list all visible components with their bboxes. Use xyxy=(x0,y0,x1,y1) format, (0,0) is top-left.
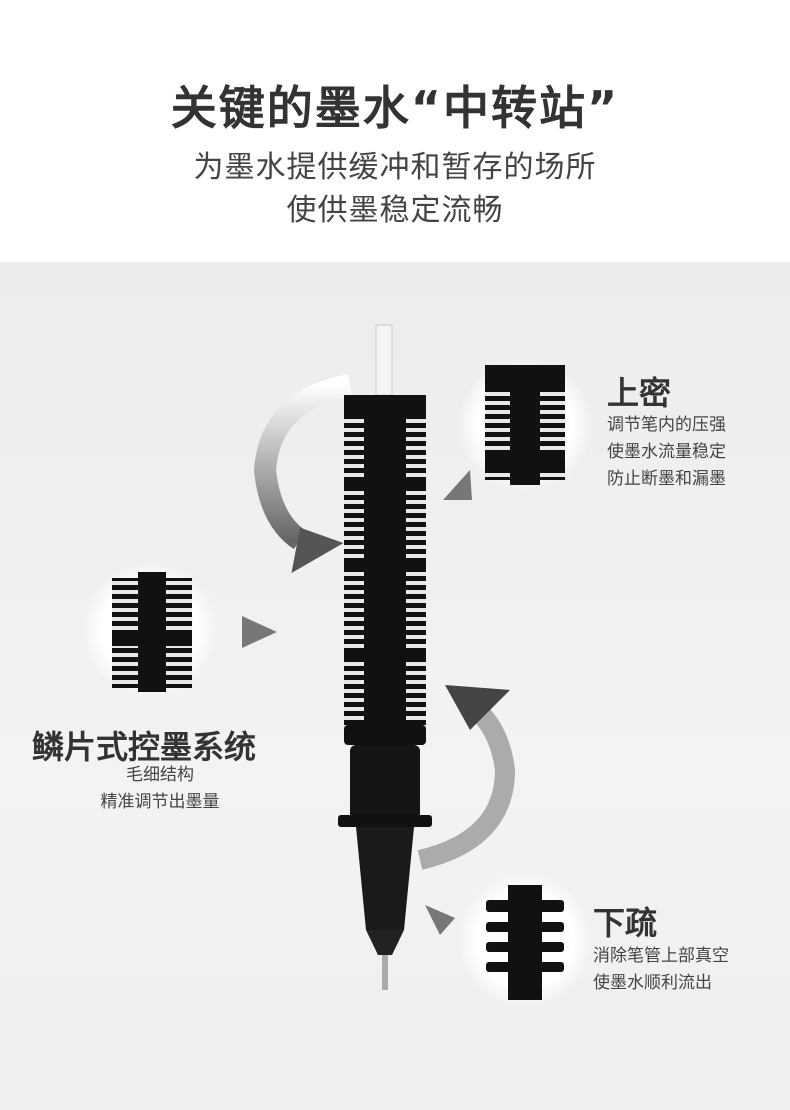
desc-line: 消除笔管上部真空 xyxy=(593,946,729,966)
feature-title-scale-system: 鳞片式控墨系统 xyxy=(32,728,257,766)
zoom-circle-middle xyxy=(82,562,218,698)
subtitle-line-1: 为墨水提供缓冲和暂存的场所 xyxy=(193,150,597,185)
desc-line: 毛细结构 xyxy=(126,765,194,785)
curved-arrow-down-icon xyxy=(253,374,353,573)
feature-desc-scale-system: 毛细结构 精准调节出墨量 xyxy=(60,762,260,816)
subtitle-line-2: 使供墨稳定流畅 xyxy=(286,193,504,228)
desc-line: 调节笔内的压强 xyxy=(607,415,726,435)
pointer-triangle-icon xyxy=(425,905,455,935)
desc-line: 使墨水流量稳定 xyxy=(607,442,726,462)
curved-arrow-up-icon xyxy=(417,685,516,870)
page-title: 关键的墨水“中转站” xyxy=(170,81,620,135)
zoom-circle-top xyxy=(457,357,593,493)
desc-line: 精准调节出墨量 xyxy=(100,792,220,812)
feature-desc-upper-seal: 调节笔内的压强 使墨水流量稳定 防止断墨和漏墨 xyxy=(607,412,726,493)
feature-title-lower-sparse: 下疏 xyxy=(593,904,658,942)
feature-title-upper-seal: 上密 xyxy=(607,374,672,412)
zoom-circle-bottom xyxy=(457,872,593,1008)
desc-line: 防止断墨和漏墨 xyxy=(607,469,726,489)
pen-body xyxy=(338,324,432,990)
desc-line: 使墨水顺利流出 xyxy=(593,973,712,993)
feature-desc-lower-sparse: 消除笔管上部真空 使墨水顺利流出 xyxy=(593,943,729,997)
pointer-triangle-icon xyxy=(443,470,472,500)
header-section: 关键的墨水“中转站” 为墨水提供缓冲和暂存的场所 使供墨稳定流畅 xyxy=(0,0,790,262)
pointer-triangle-icon xyxy=(242,616,277,648)
